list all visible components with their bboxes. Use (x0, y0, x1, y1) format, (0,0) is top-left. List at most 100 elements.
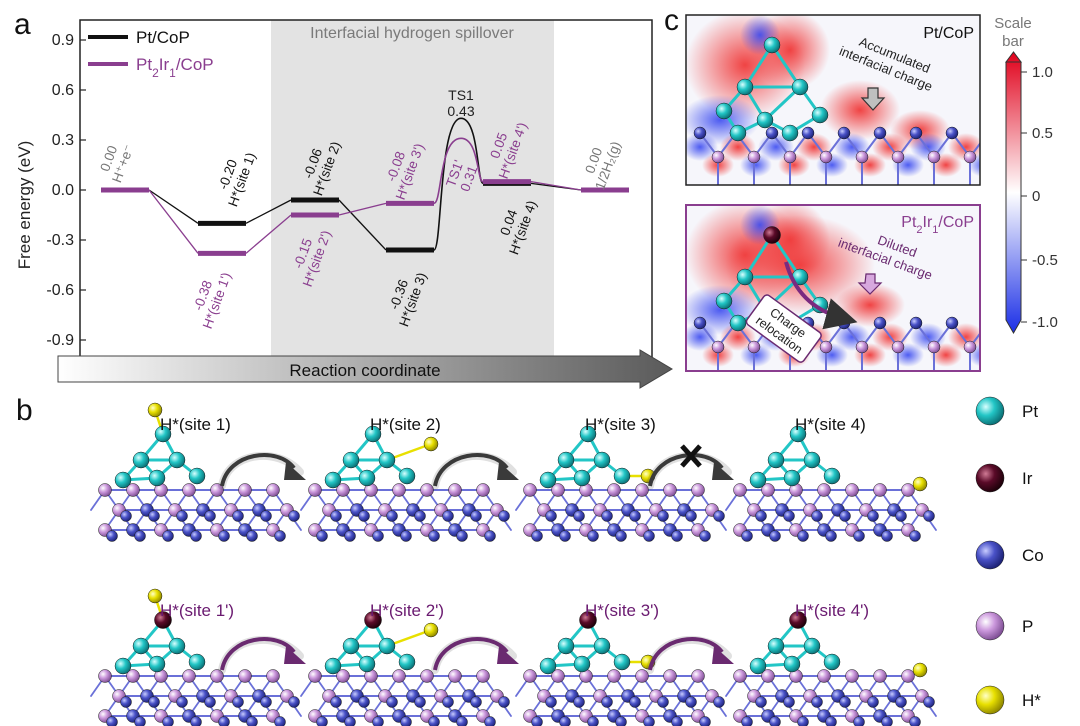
ptir-site-label: H*(site 1') (160, 601, 234, 620)
bond (743, 43, 774, 89)
co-atom (428, 530, 440, 542)
pt-atom (324, 657, 342, 675)
pt-atom (811, 106, 829, 124)
co-atom (288, 696, 300, 708)
ts1-label: TS1 (448, 87, 474, 103)
co-atom (148, 510, 160, 522)
charge-accumulation (820, 80, 900, 140)
pt-atom (557, 637, 575, 655)
co-atom (801, 126, 815, 140)
co-atom (414, 510, 426, 522)
substrate-atom (420, 669, 434, 683)
co-atom (288, 510, 300, 522)
substrate-atom (392, 483, 406, 497)
pt-atom (378, 637, 396, 655)
pt-structure-2 (300, 425, 512, 542)
hop-arrow-5 (431, 636, 519, 674)
co-atom (945, 316, 959, 330)
substrate-atom (210, 669, 224, 683)
substrate-atom (308, 483, 322, 497)
transition-state-barrier (433, 137, 484, 205)
substrate-atom (126, 669, 140, 683)
pt-atom (398, 467, 416, 485)
co-atom (316, 716, 328, 726)
ir-atom (579, 611, 597, 629)
substrate-atom (182, 669, 196, 683)
accumulated-arrow-icon (860, 87, 886, 111)
co-atom (120, 696, 132, 708)
co-atom (615, 530, 627, 542)
charge-depletion (740, 153, 772, 177)
pt-atom (188, 467, 206, 485)
co-atom (442, 510, 454, 522)
pt-atom (358, 655, 376, 673)
pt-atom (593, 637, 611, 655)
co-atom (470, 696, 482, 708)
pt-atom (154, 425, 172, 443)
spillover-region-label: Interfacial hydrogen spillover (310, 25, 514, 42)
legend-Ir-sphere (975, 463, 1005, 493)
h-atom (147, 402, 163, 418)
pt-atom (539, 471, 557, 489)
x-axis-label: Reaction coordinate (289, 361, 440, 380)
co-atom (657, 696, 669, 708)
co-atom (657, 510, 669, 522)
pt-atom (729, 124, 747, 142)
adsorption-configurations: H*(site 1)H*(site 1')H*(site 2)H*(site 2… (90, 402, 937, 726)
charge-density-top (686, 15, 980, 185)
co-atom (246, 716, 258, 726)
co-atom (685, 510, 697, 522)
connector (338, 202, 387, 216)
pt-site-label: H*(site 4) (795, 415, 866, 434)
co-atom (545, 510, 557, 522)
h-atom (423, 622, 439, 638)
co-atom (643, 530, 655, 542)
co-atom (218, 530, 230, 542)
co-atom (587, 716, 599, 726)
p-atom (927, 340, 941, 354)
substrate-atom (817, 483, 831, 497)
legend-atom-label: P (1022, 617, 1033, 636)
pt-atom (132, 637, 150, 655)
co-atom (358, 510, 370, 522)
co-atom (909, 530, 921, 542)
pt-atom (148, 469, 166, 487)
co-atom (769, 530, 781, 542)
pt-atom (342, 637, 360, 655)
pt-site-label: H*(site 3) (585, 415, 656, 434)
legend-Co-sphere (975, 540, 1005, 570)
pt-atom (168, 637, 186, 655)
co-atom (274, 716, 286, 726)
energy-profile-chart: Interfacial hydrogen spillover 0.90.60.3… (15, 19, 673, 389)
substrate-atom (210, 483, 224, 497)
co-atom (260, 696, 272, 708)
pt-atom (736, 268, 754, 286)
h-atom (912, 476, 928, 492)
pt-atom (342, 451, 360, 469)
co-atom (853, 530, 865, 542)
substrate-atom (901, 669, 915, 683)
pt-atom (767, 451, 785, 469)
pt-atom (791, 78, 809, 96)
label-site-2p: -0.15H*(site 2') (290, 228, 334, 288)
pt-atom (573, 469, 591, 487)
co-atom (545, 696, 557, 708)
substrate-atom (873, 669, 887, 683)
co-atom (134, 530, 146, 542)
substrate-atom (98, 669, 112, 683)
h-atom (912, 662, 928, 678)
pt-atom (729, 314, 747, 332)
hop-arrow-4 (218, 636, 306, 674)
substrate-atom (663, 483, 677, 497)
pt-atom (579, 425, 597, 443)
pt-atom (756, 111, 774, 129)
pt-structure-3 (515, 425, 727, 542)
pt-atom (736, 78, 754, 96)
charge-map-pt: Pt/CoP Accumulated interfacial charge (685, 14, 981, 186)
ptir-site-label: H*(site 4') (795, 601, 869, 620)
co-atom (873, 316, 887, 330)
co-atom (923, 510, 935, 522)
co-atom (839, 510, 851, 522)
co-atom (839, 696, 851, 708)
p-atom (855, 340, 869, 354)
